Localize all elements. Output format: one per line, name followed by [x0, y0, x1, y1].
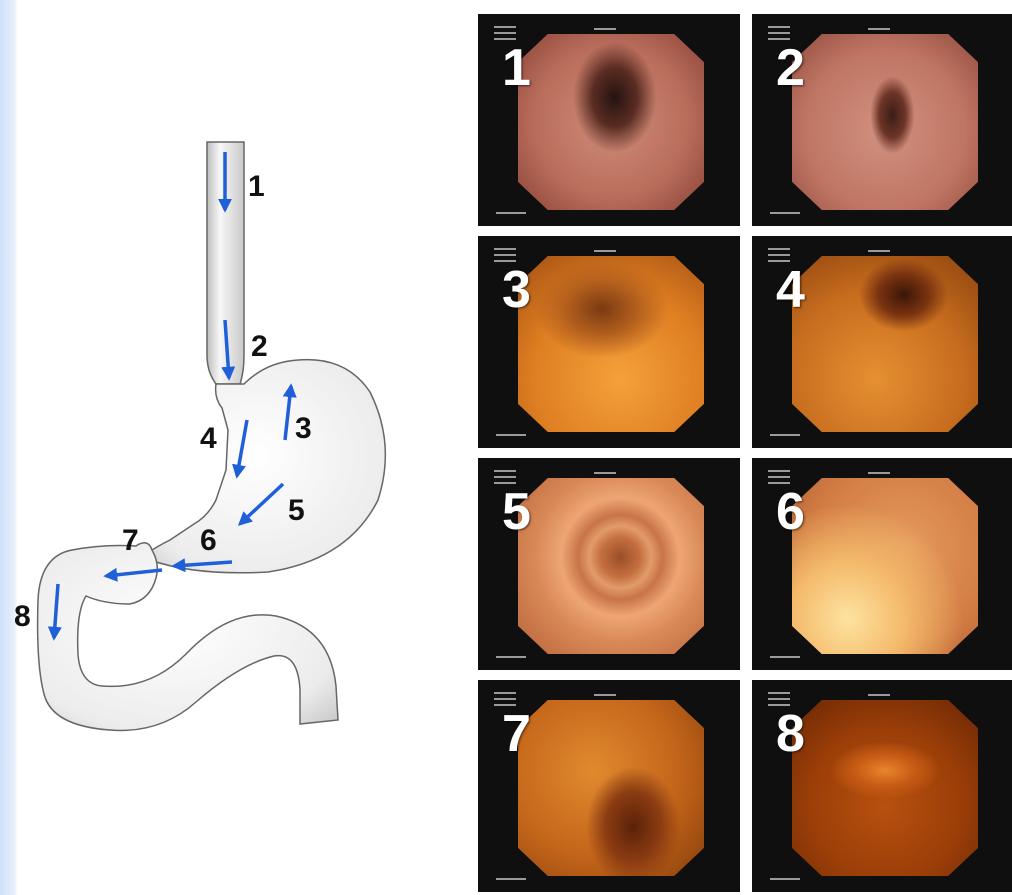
stomach-diagram: 1 2 3 4 5 6 7 8: [0, 0, 470, 895]
endoscopy-image-5: 5: [478, 458, 740, 670]
mucosa-view-3: [518, 256, 704, 432]
mucosa-view-4: [792, 256, 978, 432]
image-number-8: 8: [776, 708, 805, 760]
image-number-6: 6: [776, 486, 805, 538]
image-number-5: 5: [502, 486, 531, 538]
mucosa-view-2: [792, 34, 978, 210]
endoscopy-image-2: 2: [752, 14, 1012, 226]
endoscopy-image-1: 1: [478, 14, 740, 226]
mucosa-view-7: [518, 700, 704, 876]
diagram-label-5: 5: [288, 494, 305, 527]
diagram-label-4: 4: [200, 422, 217, 455]
endoscopy-image-8: 8: [752, 680, 1012, 892]
mucosa-view-5: [518, 478, 704, 654]
endoscopy-image-4: 4: [752, 236, 1012, 448]
image-number-2: 2: [776, 42, 805, 94]
diagram-label-1: 1: [248, 170, 265, 203]
diagram-label-2: 2: [251, 330, 268, 363]
endoscopy-image-6: 6: [752, 458, 1012, 670]
diagram-label-6: 6: [200, 524, 217, 557]
image-number-1: 1: [502, 42, 531, 94]
endoscopy-image-7: 7: [478, 680, 740, 892]
endoscopy-image-3: 3: [478, 236, 740, 448]
mucosa-view-6: [792, 478, 978, 654]
mucosa-view-8: [792, 700, 978, 876]
mucosa-view-1: [518, 34, 704, 210]
diagram-label-3: 3: [295, 412, 312, 445]
image-number-7: 7: [502, 708, 531, 760]
diagram-label-7: 7: [122, 524, 139, 557]
image-number-3: 3: [502, 264, 531, 316]
stomach-body: [150, 360, 385, 573]
endoscopy-image-grid: 1 2 3 4 5 6 7: [478, 14, 1012, 895]
image-number-4: 4: [776, 264, 805, 316]
duodenal-bulb: [38, 543, 338, 731]
diagram-label-8: 8: [14, 600, 31, 633]
